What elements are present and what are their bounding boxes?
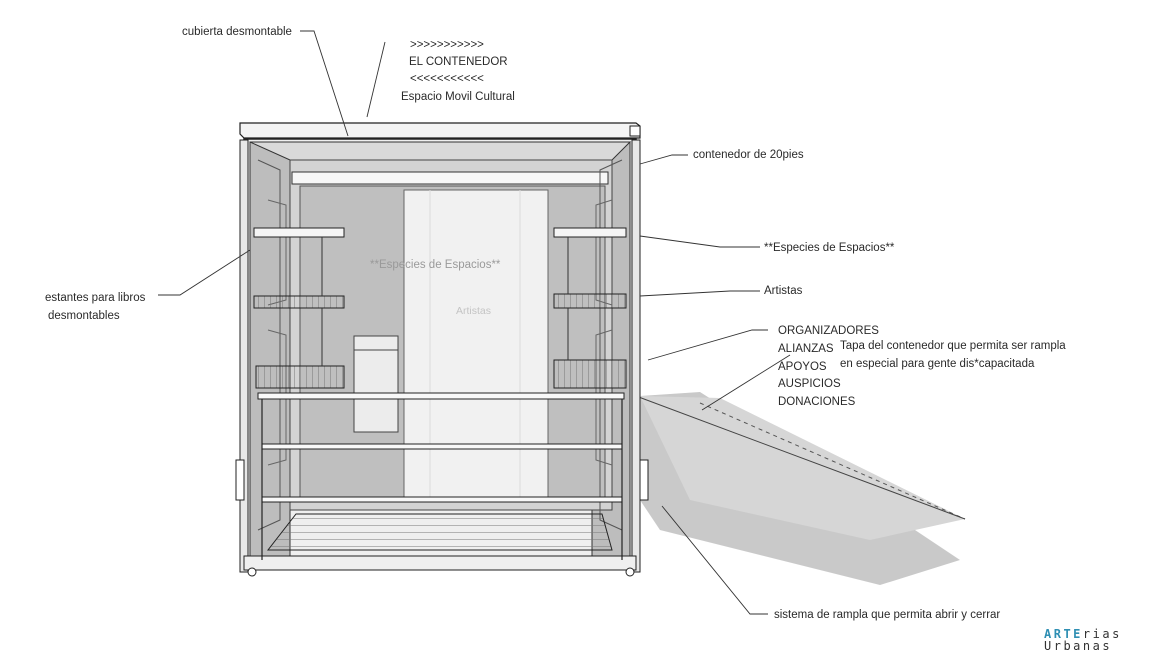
label-auspicios: AUSPICIOS (778, 378, 841, 390)
title-arrows-left: <<<<<<<<<<< (410, 73, 484, 85)
logo-accent: ARTE (1044, 627, 1083, 641)
label-contenedor: contenedor de 20pies (693, 149, 804, 161)
label-estantes-line1: estantes para libros (45, 292, 146, 304)
left-shelves (253, 227, 345, 389)
label-donaciones: DONACIONES (778, 396, 856, 408)
ramp-shadow (640, 396, 965, 540)
label-tapa-line2: en especial para gente dis*capacitada (840, 358, 1035, 370)
label-estantes-line2: desmontables (48, 310, 120, 322)
label-tapa-line1: Tapa del contenedor que permita ser ramp… (840, 340, 1066, 352)
label-organizadores: ORGANIZADORES (778, 325, 879, 337)
ramp-dashed-line (699, 402, 966, 520)
leader-estantes (158, 249, 251, 296)
title-name: EL CONTENEDOR (409, 56, 508, 68)
front-rails (257, 392, 625, 560)
container-frame (235, 138, 649, 577)
title-subtitle: Espacio Movil Cultural (401, 91, 515, 103)
leader-contenedor (639, 154, 688, 165)
leader-cubierta (300, 30, 349, 137)
right-shelves (553, 227, 627, 389)
label-artistas: Artistas (764, 285, 803, 297)
ramp-edge-line (635, 395, 966, 520)
arterias-urbanas-logo: ARTErias Urbanas (1044, 628, 1122, 652)
leader-artistas (639, 290, 760, 297)
inner-sign-artistas: Artistas (456, 305, 492, 317)
label-especies: **Especies de Espacios** (764, 242, 895, 254)
logo-line2: Urbanas (1044, 639, 1113, 653)
label-alianzas: ALIANZAS (778, 343, 834, 355)
logo-line1-rest: rias (1082, 627, 1122, 641)
floor-ramp (266, 513, 613, 551)
leader-especies (639, 235, 760, 248)
roof (239, 122, 641, 139)
inner-sign-especies: **Especies de Espacios** (370, 259, 501, 271)
label-apoyos: APOYOS (778, 361, 827, 373)
leader-organizadores (647, 329, 768, 361)
title-arrows-right: >>>>>>>>>>> (410, 39, 484, 51)
leader-tapa (701, 354, 791, 411)
label-rampa: sistema de rampla que permita abrir y ce… (774, 609, 1001, 621)
leader-rampa (661, 505, 768, 615)
leader-lines (158, 30, 791, 615)
leader-title (366, 41, 386, 118)
label-cubierta: cubierta desmontable (182, 26, 292, 38)
